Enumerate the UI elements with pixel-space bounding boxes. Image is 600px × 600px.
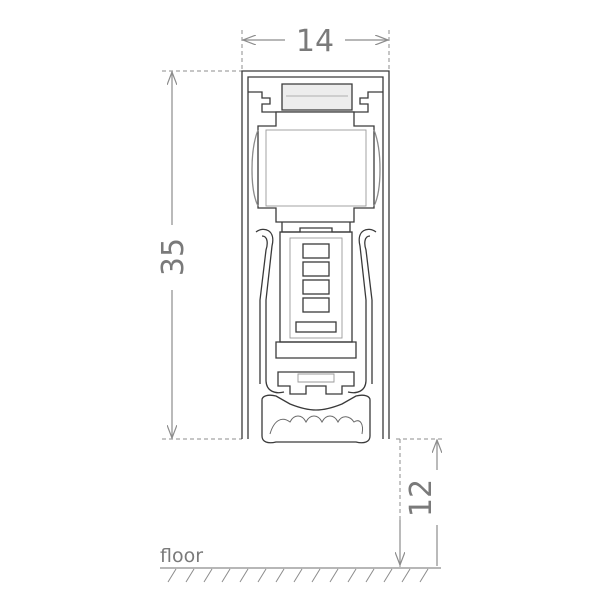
lower-carrier [275,341,357,359]
housing-outline [241,70,390,439]
ladder-blocks [295,243,337,333]
drop-label: 12 [404,479,439,517]
floor: floor [160,545,441,583]
central-frame-inner [289,237,343,339]
bottom-seal-teeth [269,415,363,435]
mechanism-right-spring [373,129,381,207]
width-label: 14 [296,24,334,59]
drop-dimension: 12 [396,438,445,567]
ladder-block-4 [302,297,330,313]
left-seal-arm-inner [259,235,268,384]
left-seal-arm [255,228,285,394]
top-channel-inner [281,83,353,111]
ladder-block-3 [302,279,330,295]
bottom-seal [261,394,371,444]
height-dimension: 35 [156,70,242,440]
connector-neck [281,222,351,233]
floor-hatching [167,568,429,583]
mechanism-body [257,111,375,223]
mechanism-left-spring [251,129,259,207]
width-dimension: 14 [241,24,390,70]
ladder-block-bottom [295,321,337,333]
ladder-block-1 [302,243,330,259]
mechanism-core [265,129,367,207]
lower-clip-slot [297,373,335,383]
height-label: 35 [156,238,191,276]
lower-clip [277,371,355,395]
right-seal-arm-inner [364,235,373,384]
right-seal-arm [347,228,377,394]
central-frame [279,231,353,343]
profile-section [241,70,390,444]
ladder-block-2 [302,261,330,277]
housing-inner-wall [247,76,384,439]
floor-label: floor [160,545,203,567]
